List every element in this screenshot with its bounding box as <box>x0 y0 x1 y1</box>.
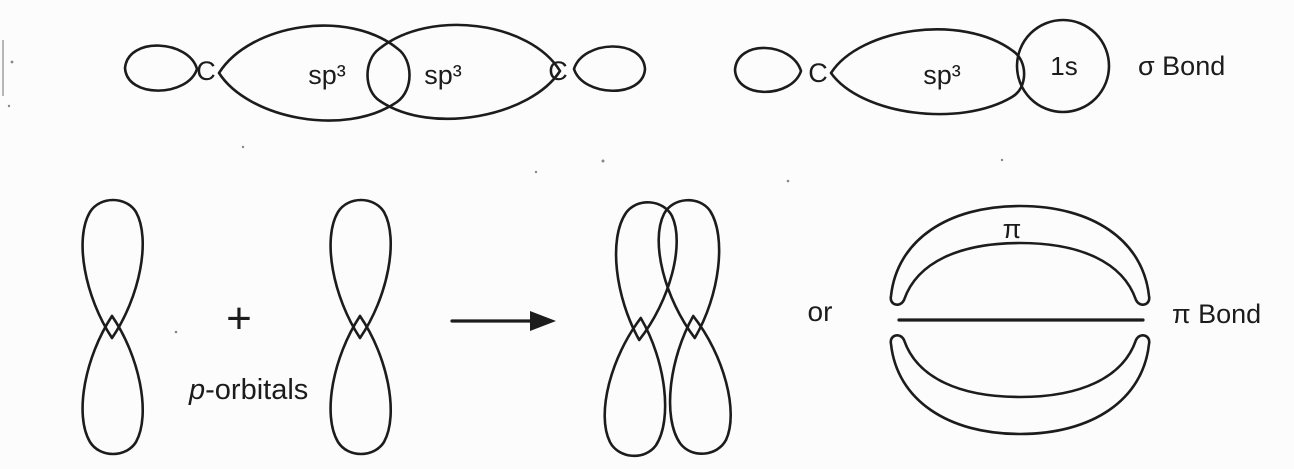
left-carbon-label: C <box>196 56 216 86</box>
carbon-label: C <box>808 58 828 88</box>
scan-artifacts <box>2 40 1004 334</box>
p-orbital-1 <box>81 198 145 456</box>
ch-sigma-diagram: C sp³ 1s σ Bond <box>733 18 1225 116</box>
back-lobe-left <box>123 44 199 92</box>
sp3-label: sp³ <box>923 60 961 90</box>
overlapping-p-orbital-left <box>600 198 681 460</box>
scan-speck <box>174 330 178 334</box>
1s-orbital-circle <box>1015 18 1111 114</box>
pi-lobe-top <box>889 204 1151 306</box>
sp3-lobe-right <box>366 23 562 121</box>
p-orbitals-label-italic: p <box>188 374 205 406</box>
scan-speck <box>10 60 14 64</box>
pi-bond-lobes: π <box>889 204 1151 436</box>
back-lobe-right <box>572 45 647 92</box>
scan-speck <box>786 179 790 183</box>
scan-speck <box>7 104 11 108</box>
scan-speck <box>601 159 605 163</box>
p-orbital-2 <box>329 198 393 456</box>
sigma-bond-caption: σ Bond <box>1138 51 1225 81</box>
right-carbon-label: C <box>548 56 568 86</box>
cc-sigma-diagram: C sp³ sp³ C <box>123 23 647 122</box>
arrow-head <box>530 311 556 331</box>
pi-bond-caption: π Bond <box>1172 299 1261 329</box>
p-orbitals-label: p-orbitals <box>188 374 308 406</box>
pi-lobe-bottom <box>889 334 1151 436</box>
overlapping-p-orbital-right <box>654 196 735 458</box>
scan-speck <box>534 170 538 174</box>
reaction-arrow <box>450 311 556 331</box>
scan-speck <box>241 145 245 149</box>
pi-symbol: π <box>1003 214 1022 244</box>
left-sp3-label: sp³ <box>308 60 346 90</box>
back-lobe <box>733 46 803 94</box>
or-label: or <box>808 296 833 327</box>
scan-speck <box>1000 158 1004 162</box>
right-sp3-label: sp³ <box>424 60 462 90</box>
1s-label: 1s <box>1050 51 1077 81</box>
pi-bond-diagram: + p-orbitals or π π Bond <box>81 196 1261 460</box>
sp3-lobe <box>829 28 1026 116</box>
plus-sign: + <box>226 294 252 343</box>
sp3-lobe-left <box>217 24 411 122</box>
p-orbitals-label-rest: -orbitals <box>205 374 308 406</box>
